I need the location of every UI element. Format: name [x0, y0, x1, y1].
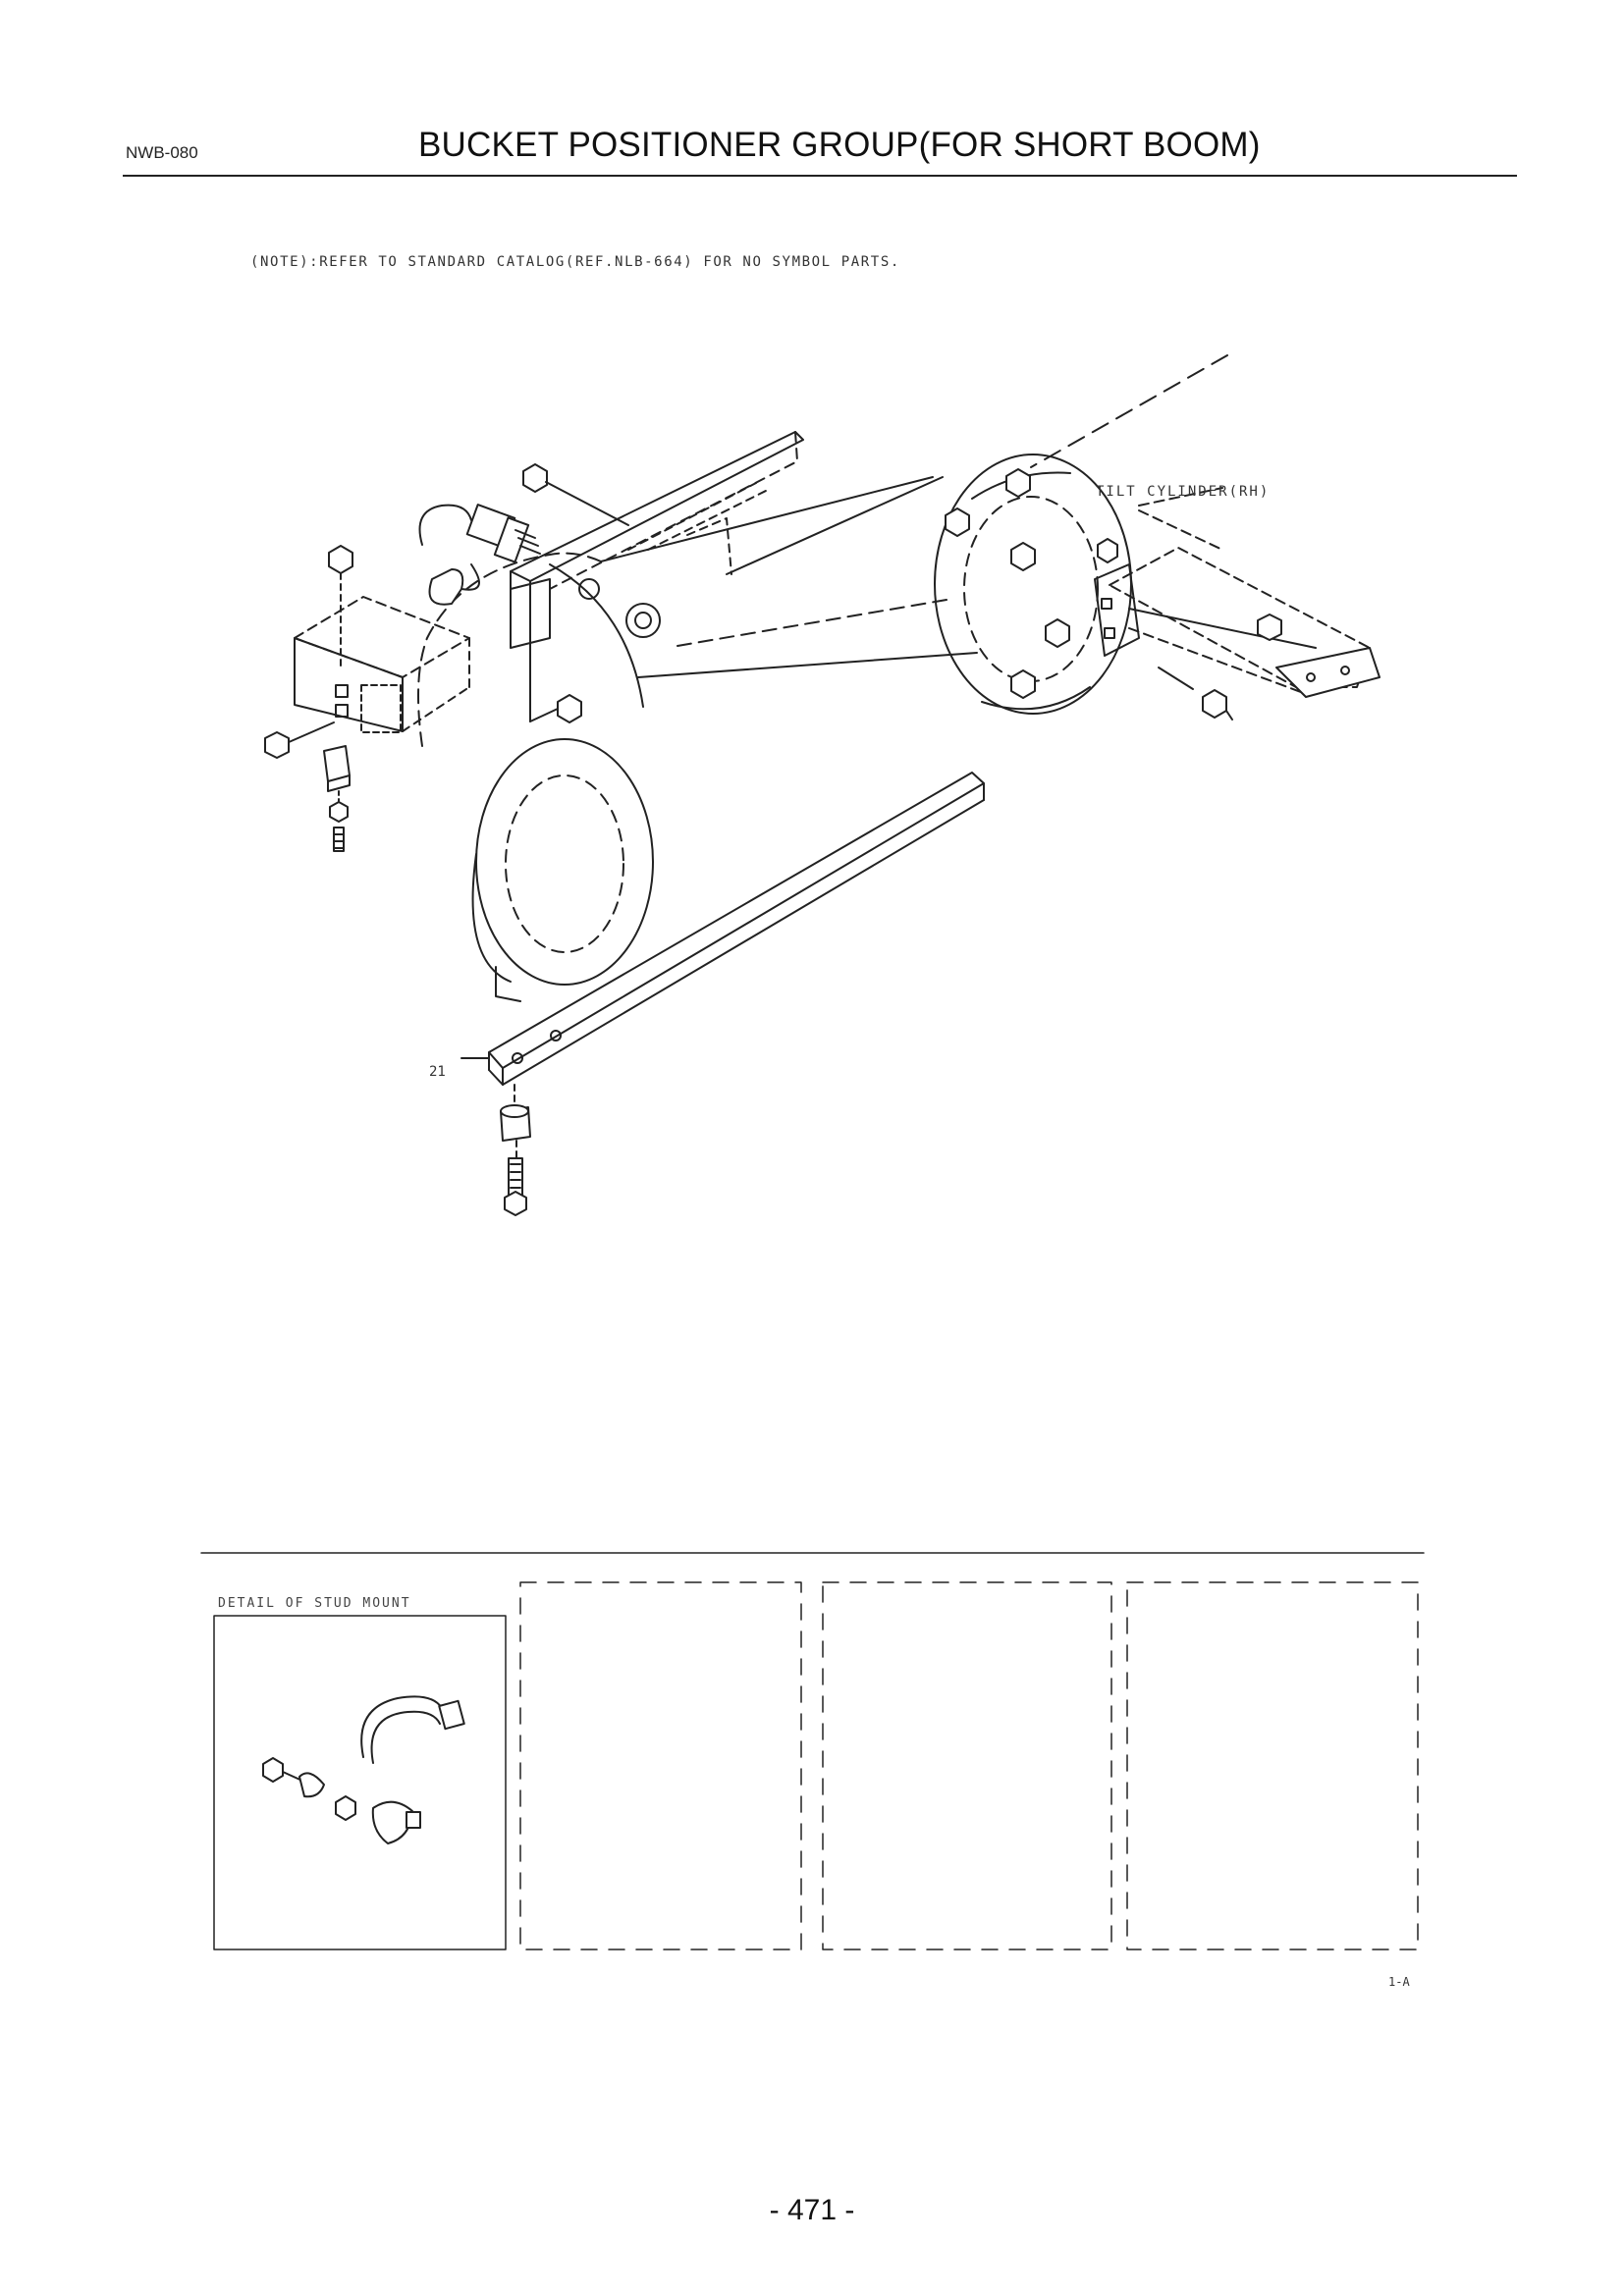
page-number: - 471 -	[769, 2194, 855, 2226]
header-rule	[123, 175, 1517, 177]
sheet-label: 1-A	[1388, 1975, 1410, 1989]
washer	[625, 603, 661, 638]
right-bracket	[1109, 509, 1380, 721]
tilt-cylinder	[600, 454, 1140, 715]
catalog-note: (NOTE):REFER TO STANDARD CATALOG(REF.NLB…	[250, 254, 900, 270]
callout-tilt-cylinder: TILT CYLINDER(RH)	[1096, 484, 1270, 500]
hose-fitting	[418, 504, 541, 606]
detail-frame-stud-mount	[213, 1615, 507, 1950]
flat-bar-part-21	[488, 772, 985, 1086]
empty-detail-frame-1	[519, 1581, 802, 1950]
stud-mount-sketch	[262, 1695, 465, 1844]
page-code: NWB-080	[126, 143, 198, 162]
leader-nut-top	[545, 481, 629, 526]
upper-bracket	[510, 431, 944, 649]
callout-part-21: 21	[429, 1064, 446, 1080]
clamp-bracket	[294, 596, 470, 733]
spacer-and-bolt	[500, 1084, 531, 1216]
detail-title: DETAIL OF STUD MOUNT	[218, 1596, 411, 1611]
nut-left	[328, 545, 353, 574]
page-title: BUCKET POSITIONER GROUP(FOR SHORT BOOM)	[418, 126, 1261, 164]
nut-mid	[557, 694, 582, 723]
bolt-and-clip	[264, 721, 351, 852]
nut-top	[522, 463, 548, 493]
empty-detail-frame-2	[822, 1581, 1112, 1950]
empty-detail-frame-3	[1126, 1581, 1419, 1950]
cylinder-centerline	[1030, 354, 1228, 468]
cylinder-eye	[417, 552, 654, 1002]
